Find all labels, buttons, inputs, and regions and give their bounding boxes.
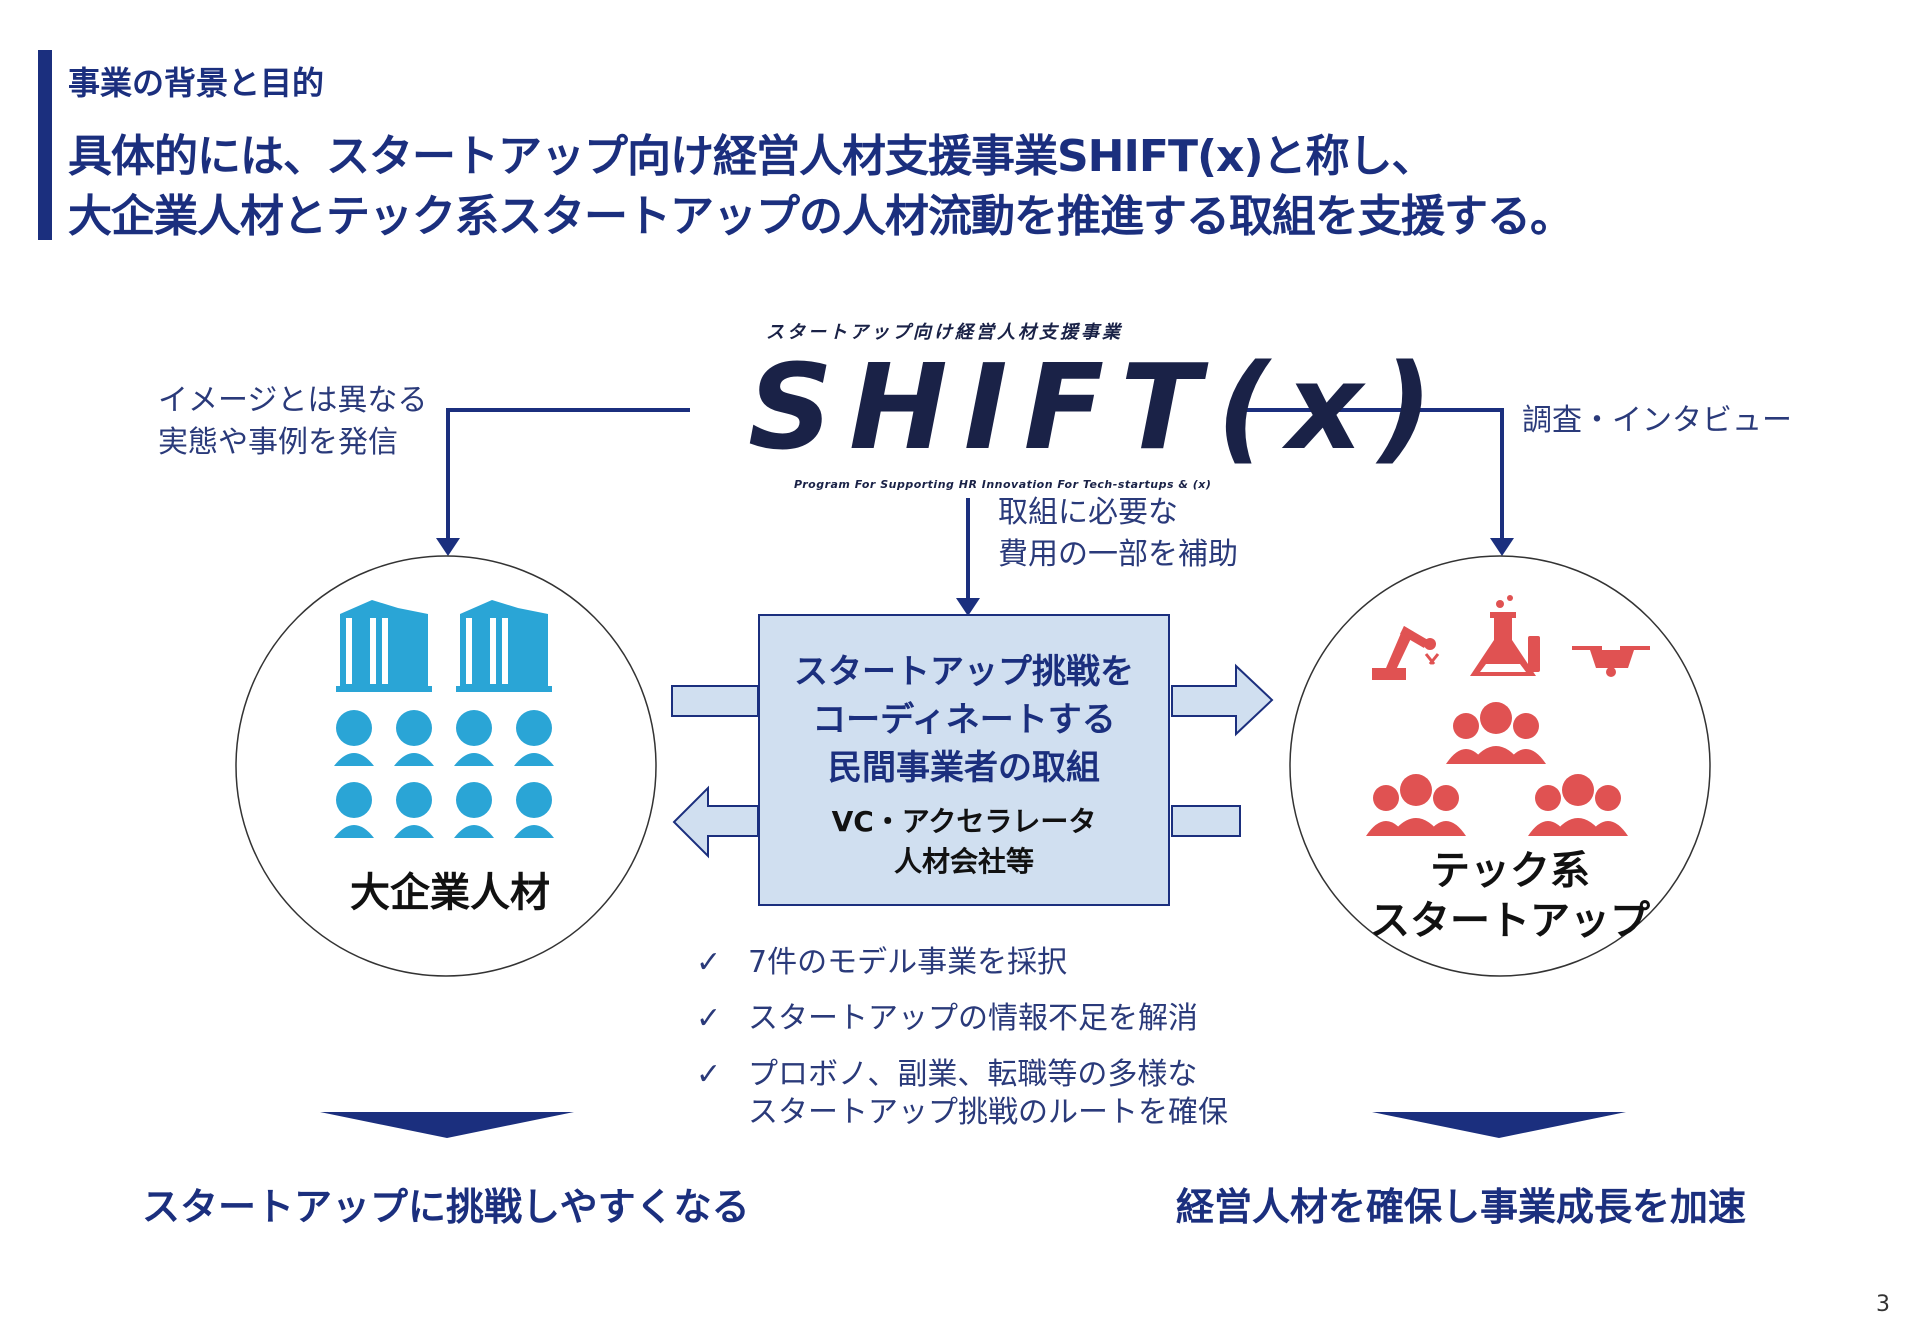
connector-logo-to-box [956, 498, 980, 616]
connector-logo-to-right [1246, 408, 1514, 556]
headline-line-2: 大企業人材とテック系スタートアップの人材流動を推進する取組を支援する。 [68, 191, 1574, 242]
accent-bar [38, 50, 52, 240]
flow-arrow-left [672, 785, 1241, 859]
outcome-left: スタートアップに挑戦しやすくなる [142, 1185, 750, 1229]
label-publish-cases: イメージとは異なる 実態や事例を発信 [158, 380, 427, 464]
coordinator-example-line: 人材会社等 [893, 845, 1034, 878]
checklist-item: ✓ 7件のモデル事業を採択 [696, 944, 1228, 982]
robot-arm-icon [1372, 626, 1440, 680]
check-icon: ✓ [696, 1057, 722, 1092]
lab-flask-icon [1470, 595, 1540, 676]
checklist-text: スタートアップの情報不足を解消 [748, 1001, 1198, 1036]
outcome-right: 経営人材を確保し事業成長を加速 [1176, 1185, 1747, 1229]
section-label: 事業の背景と目的 [68, 64, 325, 102]
achievement-checklist: ✓ 7件のモデル事業を採択 ✓ スタートアップの情報不足を解消 ✓ プロボノ、副… [696, 944, 1228, 1150]
coordinator-title: スタートアップ挑戦を コーディネートする 民間事業者の取組 [760, 648, 1168, 792]
checklist-text-line: プロボノ、副業、転職等の多様な [748, 1057, 1198, 1092]
checklist-text: プロボノ、副業、転職等の多様な スタートアップ挑戦のルートを確保 [748, 1056, 1228, 1132]
people-group-icon [1446, 702, 1546, 764]
drone-icon [1572, 646, 1650, 677]
coordinator-title-line: 民間事業者の取組 [828, 748, 1100, 788]
logo-wordmark: SHIFT(x) [748, 338, 1449, 476]
left-circle-title: 大企業人材 [350, 870, 550, 916]
coordinator-examples: VC・アクセラレータ 人材会社等 [760, 802, 1168, 882]
label-line: 取組に必要な [998, 495, 1178, 530]
person-icons-row-1 [334, 710, 554, 766]
coordinator-box: スタートアップ挑戦を コーディネートする 民間事業者の取組 VC・アクセラレータ… [758, 614, 1170, 906]
label-subsidy: 取組に必要な 費用の一部を補助 [998, 492, 1238, 576]
coordinator-example-line: VC・アクセラレータ [831, 805, 1097, 838]
coordinator-title-line: コーディネートする [812, 700, 1116, 740]
chevron-down-left [320, 1112, 574, 1138]
checklist-text: 7件のモデル事業を採択 [748, 945, 1068, 980]
right-circle-title-line: スタートアップ [1370, 898, 1650, 944]
check-icon: ✓ [696, 945, 722, 980]
person-icons-row-2 [334, 782, 554, 838]
chevron-down-right [1372, 1112, 1626, 1138]
people-group-icon [1528, 774, 1628, 836]
logo-kicker: スタートアップ向け経営人材支援事業 [766, 322, 1123, 343]
label-line: イメージとは異なる [158, 383, 428, 418]
checklist-item: ✓ スタートアップの情報不足を解消 [696, 1000, 1228, 1038]
people-group-icon [1366, 774, 1466, 836]
label-line: 費用の一部を補助 [998, 537, 1238, 572]
page-number: 3 [1876, 1292, 1890, 1317]
logo-subtitle: Program For Supporting HR Innovation For… [794, 478, 1212, 491]
building-icon [336, 600, 432, 692]
checklist-text-line: スタートアップ挑戦のルートを確保 [748, 1095, 1228, 1130]
connector-logo-to-left [436, 408, 690, 556]
right-circle-title-line: テック系 [1430, 848, 1590, 894]
check-icon: ✓ [696, 1001, 722, 1036]
label-line: 実態や事例を発信 [158, 425, 398, 460]
right-circle-title: テック系 スタートアップ [1340, 846, 1680, 946]
label-research: 調査・インタビュー [1522, 403, 1792, 438]
coordinator-title-line: スタートアップ挑戦を [794, 652, 1134, 692]
checklist-item: ✓ プロボノ、副業、転職等の多様な スタートアップ挑戦のルートを確保 [696, 1056, 1228, 1132]
headline-line-1: 具体的には、スタートアップ向け経営人材支援事業SHIFT(x)と称し、 [68, 131, 1436, 182]
building-icon [456, 600, 552, 692]
